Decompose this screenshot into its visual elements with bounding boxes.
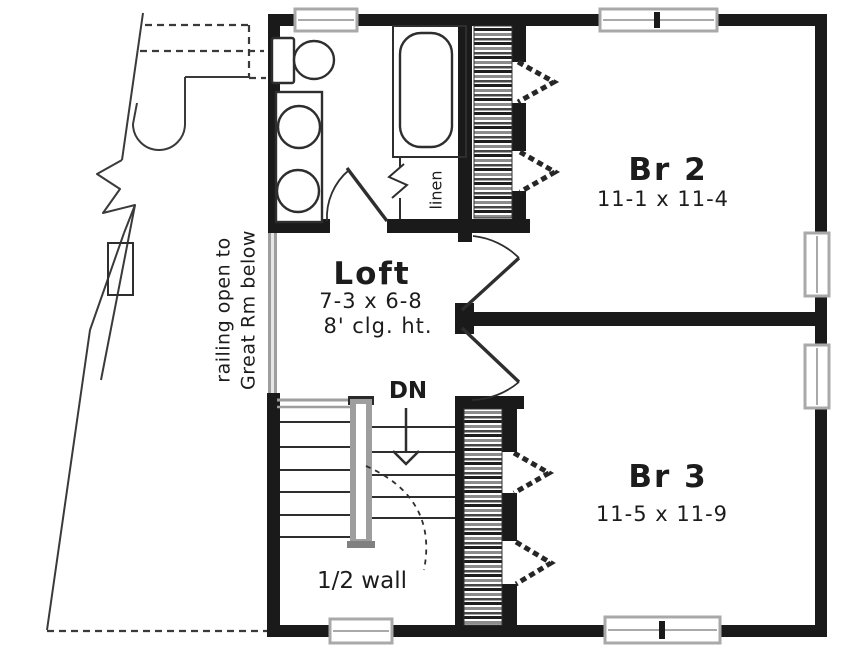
bathtub: [398, 31, 454, 149]
wall-br2-closet-front-top: [512, 20, 526, 62]
bath-door-panel: [345, 166, 389, 223]
loft-name-label: Loft: [333, 256, 410, 292]
roof-outline-below: [46, 12, 268, 633]
br2-closet-door-chevron-bottom: [518, 149, 561, 195]
linen-door-zigzag: [387, 163, 409, 199]
closets: [463, 25, 561, 626]
wall-br3-closet-front-bottom: [502, 584, 517, 625]
roof-diagonal-parallel: [100, 204, 136, 381]
wall-left-stairs: [267, 393, 280, 637]
bath-door-swing-arc: [326, 169, 350, 222]
railing-note-line1: railing open to: [213, 237, 235, 382]
wall-br2-br3-divider: [458, 312, 815, 326]
tub-surround: [392, 25, 467, 158]
wall-bath-door-jamb: [458, 233, 472, 242]
stairs: [277, 396, 455, 571]
wall-bath-bottom-right: [387, 219, 530, 233]
stairs-down-arrow: [392, 408, 420, 466]
sink-basin-1: [276, 104, 322, 150]
roof-curved-return: [132, 77, 186, 151]
toilet-tank: [270, 36, 296, 85]
railing-note-line2: Great Rm below: [238, 230, 260, 390]
window-top-bath: [293, 7, 359, 33]
stair-half-wall: [277, 396, 375, 548]
br3-closet-door-chevron-top: [512, 450, 555, 496]
labels: Loft 7-3 x 6-8 8' clg. ht. Br 2 11-1 x 1…: [213, 152, 729, 594]
toilet-bowl: [292, 39, 336, 81]
chimney-box: [107, 242, 134, 296]
bathroom: [270, 25, 467, 224]
br3-name-label: Br 3: [628, 459, 707, 495]
wall-br3-closet-front-top: [502, 409, 517, 452]
wall-br3-closet-front-mid: [502, 493, 517, 541]
br2-closet-shelving: [473, 25, 513, 219]
loft-ceiling-label: 8' clg. ht.: [323, 314, 432, 338]
br2-closet-door-chevron-top: [516, 59, 560, 105]
wall-divider-left-stub: [455, 303, 474, 334]
br2-door-panel: [460, 256, 521, 312]
br2-door-swing-arc: [472, 235, 520, 259]
window-top-br2: [598, 7, 719, 33]
wall-br2-closet-front-mid: [512, 103, 526, 151]
loft-dims-label: 7-3 x 6-8: [319, 289, 422, 313]
sink-basin-2: [275, 168, 321, 214]
loft-railing-inner: [271, 233, 274, 393]
wall-br2-closet-front-bottom: [512, 191, 526, 222]
roof-diagonal-lower: [46, 232, 125, 631]
half-wall-leader-line: [365, 465, 428, 571]
br3-closet-door-chevron-bottom: [514, 539, 556, 587]
br3-door-swing-arc: [471, 381, 520, 401]
roof-diagonal-upper: [121, 12, 144, 161]
wall-right: [815, 14, 827, 637]
windows: [293, 7, 831, 645]
br3-closet-shelving: [463, 408, 503, 626]
linen-label: linen: [427, 170, 446, 209]
br3-dims-label: 11-5 x 11-9: [596, 502, 728, 526]
window-bottom-stairs: [328, 617, 394, 645]
stair-treads-right-flight: [372, 426, 455, 519]
interior-walls: [268, 14, 815, 625]
stairs-down-label: DN: [389, 378, 427, 404]
br3-door-panel: [460, 326, 521, 384]
wall-br3-closet-left: [455, 396, 464, 625]
br2-dims-label: 11-1 x 11-4: [597, 187, 729, 211]
stair-treads-left-flight: [280, 421, 350, 538]
roof-break-zigzag: [96, 159, 136, 234]
loft-doors: [460, 235, 521, 401]
window-right-br3: [803, 343, 831, 410]
br2-name-label: Br 2: [628, 152, 707, 188]
window-right-br2: [803, 231, 831, 298]
half-wall-label: 1/2 wall: [317, 568, 407, 594]
window-bottom-br3: [603, 615, 722, 645]
